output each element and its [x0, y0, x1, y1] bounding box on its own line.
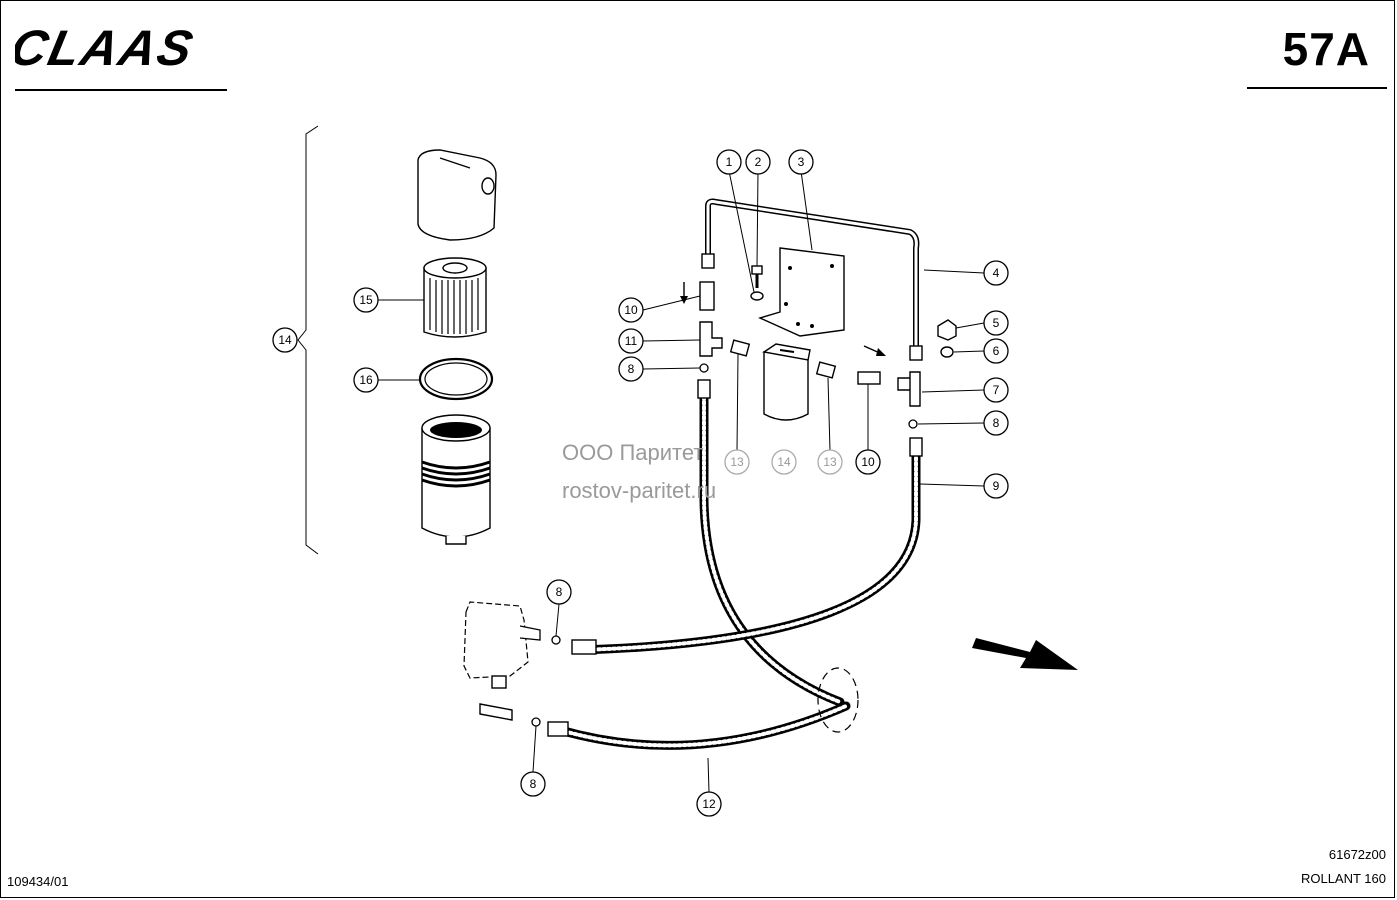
drawing-number: 61672z00 [1328, 847, 1386, 862]
callout-11: 11 [618, 328, 644, 354]
model-name: ROLLANT 160 [1300, 871, 1386, 886]
bolt [751, 265, 763, 288]
hose-9 [571, 379, 923, 707]
nut-5 [937, 319, 957, 341]
callout-leaders [378, 170, 985, 793]
callout-8-bottom: 8 [520, 771, 546, 797]
svg-text:10: 10 [624, 303, 638, 317]
mounting-bracket [758, 247, 845, 337]
filter-bowl [421, 414, 491, 545]
sheet-number: 57A [1282, 23, 1370, 75]
svg-text:6: 6 [993, 344, 1000, 358]
svg-text:11: 11 [625, 334, 638, 348]
adapter-fitting-13a [729, 339, 751, 357]
o-ring-8c [551, 635, 561, 645]
svg-text:13: 13 [823, 455, 837, 469]
callout-8-left: 8 [618, 356, 644, 382]
callout-8-valve: 8 [546, 579, 572, 605]
watermark-company: ООО Паритет [562, 440, 704, 465]
svg-text:16: 16 [359, 373, 373, 387]
assembly-bracket [297, 125, 319, 555]
filter-head [417, 149, 497, 241]
callout-13-left: 13 [724, 449, 750, 475]
o-ring-8a [699, 363, 709, 373]
svg-text:3: 3 [798, 155, 805, 169]
callout-5: 5 [983, 310, 1009, 336]
inline-filter [762, 343, 811, 421]
callout-1: 1 [716, 149, 742, 175]
callout-10-left: 10 [618, 297, 644, 323]
callout-3: 3 [788, 149, 814, 175]
callout-10-right: 10 [855, 449, 881, 475]
svg-text:5: 5 [993, 316, 1000, 330]
callout-13-right: 13 [817, 449, 843, 475]
svg-text:2: 2 [755, 155, 762, 169]
callout-2: 2 [745, 149, 771, 175]
tee-fitting-7 [897, 371, 921, 407]
callout-4: 4 [983, 260, 1009, 286]
claas-logo: CLAAS [15, 21, 199, 73]
svg-text:14: 14 [777, 455, 791, 469]
tee-fitting-11 [699, 321, 723, 357]
svg-text:10: 10 [861, 455, 875, 469]
direction-arrow [972, 638, 1078, 670]
callout-12: 12 [696, 791, 722, 817]
union-fitting-10 [699, 281, 881, 385]
adapter-fitting-13b [815, 361, 837, 379]
svg-text:4: 4 [993, 266, 1000, 280]
callout-9: 9 [983, 473, 1009, 499]
svg-text:8: 8 [556, 585, 563, 599]
callout-16: 16 [353, 367, 379, 393]
header-rule-right [1247, 87, 1387, 89]
svg-text:1: 1 [726, 155, 733, 169]
valve-block [463, 601, 541, 721]
watermark-website: rostov-paritet.ru [562, 478, 717, 503]
callout-14-assembly: 14 [272, 327, 298, 353]
svg-text:14: 14 [278, 333, 292, 347]
flow-arrow-right [863, 345, 886, 356]
callout-14-center: 14 [771, 449, 797, 475]
nut-6 [940, 346, 954, 358]
callout-7: 7 [983, 377, 1009, 403]
pipe-line [701, 198, 923, 361]
svg-text:8: 8 [628, 362, 635, 376]
svg-text:13: 13 [730, 455, 744, 469]
svg-text:12: 12 [702, 797, 716, 811]
o-ring-8b [908, 419, 918, 429]
document-number: 109434/01 [7, 874, 69, 889]
callout-8-right: 8 [983, 410, 1009, 436]
detail-circle [817, 667, 859, 733]
filter-element [423, 257, 487, 338]
seal-ring [418, 357, 494, 401]
callout-15: 15 [353, 287, 379, 313]
svg-text:8: 8 [530, 777, 537, 791]
callout-6: 6 [983, 338, 1009, 364]
svg-text:7: 7 [993, 383, 1000, 397]
o-ring-8d [531, 717, 541, 727]
svg-text:15: 15 [359, 293, 373, 307]
svg-text:CLAAS: CLAAS [15, 21, 199, 73]
svg-text:8: 8 [993, 416, 1000, 430]
hose-12 [547, 701, 851, 750]
svg-text:9: 9 [993, 479, 1000, 493]
washer [750, 291, 764, 301]
header-rule-left [15, 89, 227, 91]
